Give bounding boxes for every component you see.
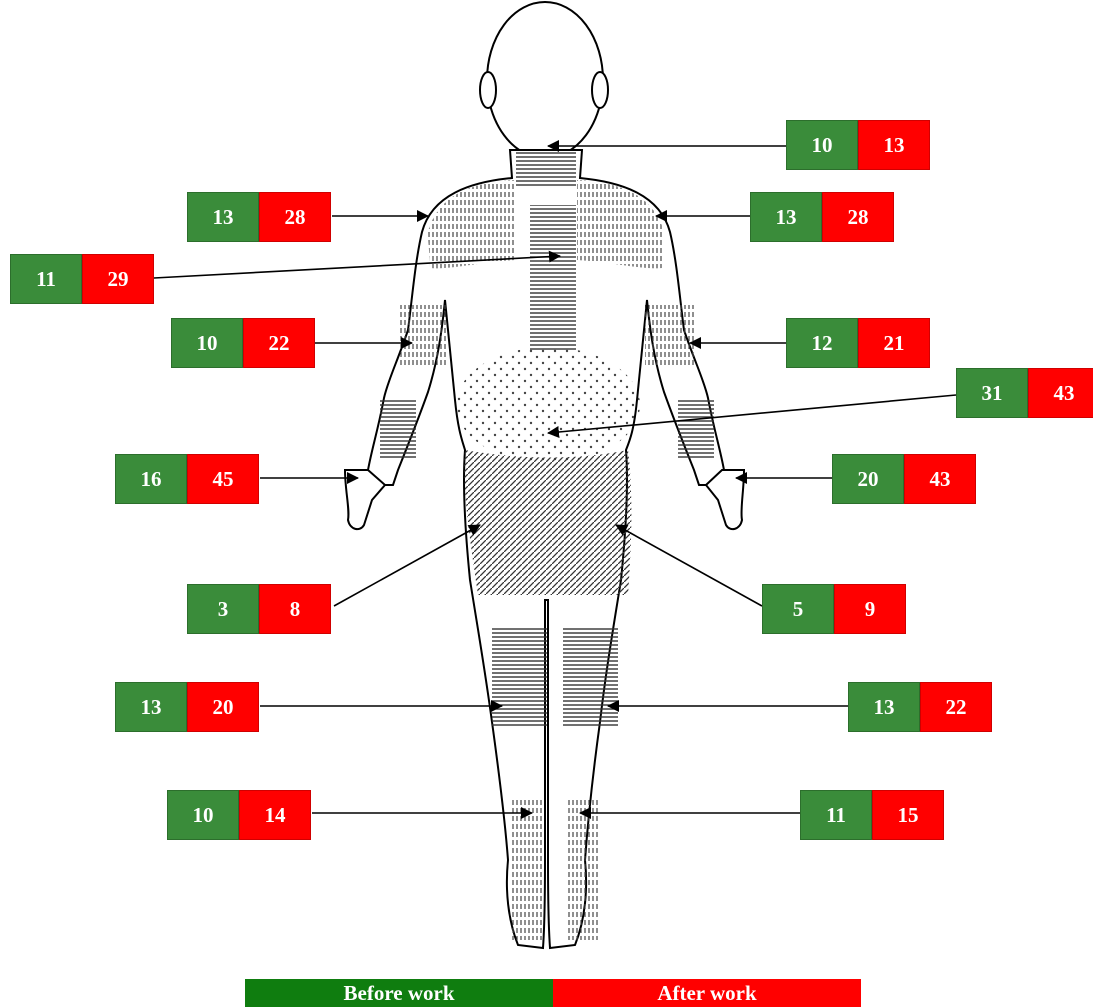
value-box-right-foot: 10 14 — [167, 790, 311, 840]
before-value: 13 — [848, 682, 920, 732]
after-value: 45 — [187, 454, 259, 504]
head — [487, 2, 603, 158]
value-box-right-elbow: 10 22 — [171, 318, 315, 368]
after-value: 8 — [259, 584, 331, 634]
after-value: 22 — [243, 318, 315, 368]
legend-before-work: Before work — [245, 979, 553, 1007]
value-box-left-elbow: 12 21 — [786, 318, 930, 368]
region-lower-back — [456, 347, 640, 463]
value-box-right-shoulder: 13 28 — [187, 192, 331, 242]
arrow-right-thigh — [334, 525, 480, 606]
value-box-left-hand: 20 43 — [832, 454, 976, 504]
after-value: 28 — [822, 192, 894, 242]
before-value: 11 — [800, 790, 872, 840]
region-right-knee — [492, 628, 547, 726]
before-value: 16 — [115, 454, 187, 504]
region-hips-thighs — [464, 450, 631, 595]
region-right-forearm — [380, 398, 416, 458]
value-box-upper-back: 11 29 — [10, 254, 154, 304]
before-value: 11 — [10, 254, 82, 304]
before-value: 10 — [786, 120, 858, 170]
region-left-knee — [563, 628, 618, 726]
after-value: 43 — [1028, 368, 1093, 418]
region-left-elbow — [645, 305, 695, 365]
ear-left — [480, 72, 496, 108]
after-value: 22 — [920, 682, 992, 732]
region-right-shoulder — [428, 180, 515, 268]
before-value: 20 — [832, 454, 904, 504]
region-right-ankle — [510, 800, 544, 940]
before-value: 13 — [115, 682, 187, 732]
ear-right — [592, 72, 608, 108]
value-box-left-shoulder: 13 28 — [750, 192, 894, 242]
after-value: 13 — [858, 120, 930, 170]
after-value: 29 — [82, 254, 154, 304]
before-value: 3 — [187, 584, 259, 634]
value-box-left-thigh: 5 9 — [762, 584, 906, 634]
after-value: 14 — [239, 790, 311, 840]
region-left-shoulder — [577, 180, 664, 268]
value-box-right-hand: 16 45 — [115, 454, 259, 504]
value-box-lower-back: 31 43 — [956, 368, 1093, 418]
legend: Before work After work — [245, 979, 861, 1007]
value-box-right-knee: 13 20 — [115, 682, 259, 732]
value-box-left-foot: 11 15 — [800, 790, 944, 840]
value-box-right-thigh: 3 8 — [187, 584, 331, 634]
before-value: 10 — [171, 318, 243, 368]
before-value: 31 — [956, 368, 1028, 418]
region-left-forearm — [678, 398, 714, 458]
region-upper-back — [530, 205, 576, 350]
legend-after-work: After work — [553, 979, 861, 1007]
before-value: 13 — [187, 192, 259, 242]
before-value: 5 — [762, 584, 834, 634]
region-left-ankle — [566, 800, 600, 940]
after-value: 15 — [872, 790, 944, 840]
region-neck — [516, 150, 576, 188]
before-value: 12 — [786, 318, 858, 368]
value-box-neck: 10 13 — [786, 120, 930, 170]
arrow-left-thigh — [616, 525, 762, 606]
after-value: 9 — [834, 584, 906, 634]
hand-left — [345, 470, 385, 529]
after-value: 20 — [187, 682, 259, 732]
after-value: 28 — [259, 192, 331, 242]
region-right-elbow — [398, 305, 448, 365]
before-value: 10 — [167, 790, 239, 840]
after-value: 21 — [858, 318, 930, 368]
after-value: 43 — [904, 454, 976, 504]
before-value: 13 — [750, 192, 822, 242]
value-box-left-knee: 13 22 — [848, 682, 992, 732]
hand-right — [706, 470, 744, 529]
